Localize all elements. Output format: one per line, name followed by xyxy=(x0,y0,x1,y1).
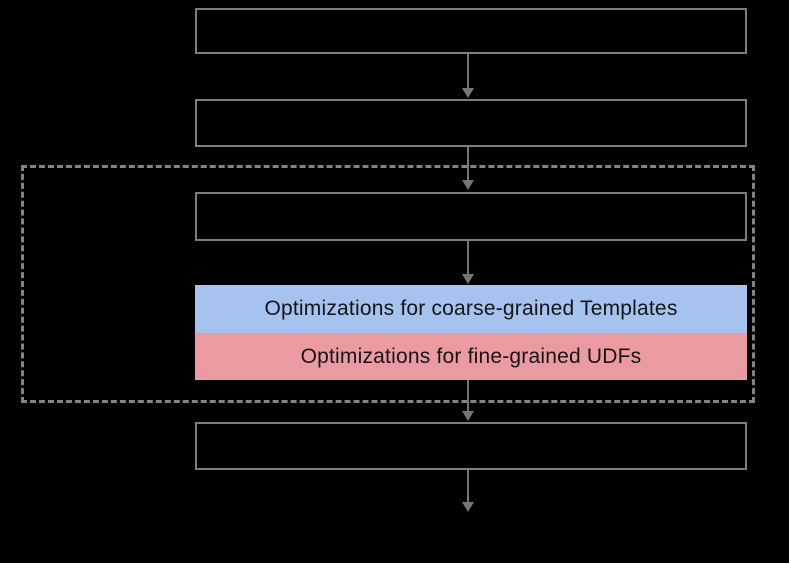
down-arrow-5 xyxy=(462,470,474,512)
dashed-group-outline xyxy=(21,165,755,403)
flow-box-2 xyxy=(195,99,747,147)
fine-grained-optimizations-row: Optimizations for fine-grained UDFs xyxy=(195,333,747,380)
down-arrow-2 xyxy=(462,147,474,190)
flow-box-3 xyxy=(195,192,747,241)
coarse-grained-optimizations-row: Optimizations for coarse-grained Templat… xyxy=(195,285,747,333)
fine-grained-optimizations-label: Optimizations for fine-grained UDFs xyxy=(300,344,642,368)
down-arrow-1 xyxy=(462,54,474,98)
flow-box-5 xyxy=(195,422,747,470)
down-arrow-4 xyxy=(462,380,474,421)
coarse-grained-optimizations-label: Optimizations for coarse-grained Templat… xyxy=(264,297,678,320)
down-arrow-3 xyxy=(462,241,474,284)
flow-box-1 xyxy=(195,8,747,54)
